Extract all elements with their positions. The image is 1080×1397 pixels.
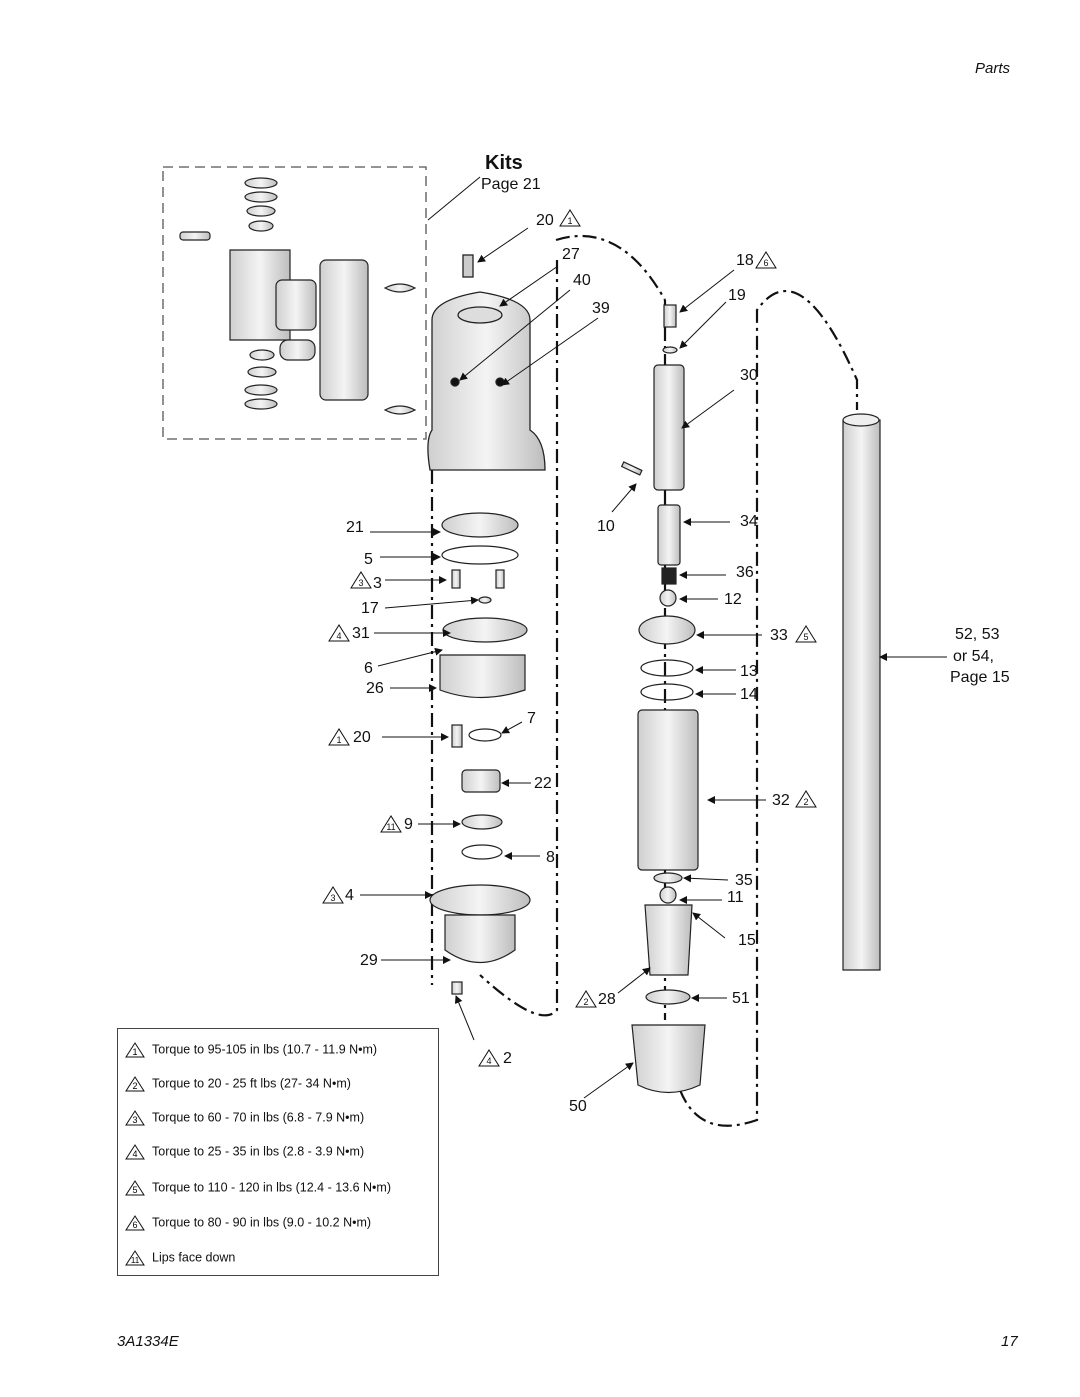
svg-text:1: 1 [336,735,341,745]
page-number: 17 [1001,1333,1018,1350]
kits-page-ref: Page 21 [481,176,541,193]
legend-row: 3 Torque to 60 - 70 in lbs (6.8 - 7.9 N•m… [124,1109,364,1127]
callout-30: 30 [740,367,758,384]
warning-triangle-icon: 3 [125,1110,145,1126]
svg-text:1: 1 [132,1047,137,1057]
callout-34: 34 [740,513,758,530]
pump-stack [620,304,706,1094]
suction-tube [842,413,881,971]
warning-triangle-icon: 2 [125,1076,145,1092]
warning-triangle-icon: 1 [125,1042,145,1058]
svg-text:2: 2 [803,797,808,807]
legend-text: Torque to 25 - 35 in lbs (2.8 - 3.9 N•m) [152,1144,365,1159]
callout-20-top: 20 [536,212,554,229]
callout-11: 11 [727,889,744,906]
torque-legend: 1 Torque to 95-105 in lbs (10.7 - 11.9 N•… [117,1028,439,1276]
legend-row: 11 Lips face down [124,1249,235,1267]
callout-19: 19 [728,287,746,304]
legend-text: Torque to 95-105 in lbs (10.7 - 11.9 N•m… [152,1042,378,1057]
callout-40: 40 [573,272,591,289]
svg-text:11: 11 [131,1256,140,1265]
air-valve-stack [429,512,531,995]
callout-2: 2 [503,1050,512,1067]
section-header: Parts [975,60,1011,77]
callout-13: 13 [740,663,758,680]
callout-31: 31 [352,625,370,642]
callout-35: 35 [735,872,753,889]
svg-text:4: 4 [336,631,341,641]
svg-text:6: 6 [132,1220,137,1230]
callout-51: 51 [732,990,750,1007]
svg-text:3: 3 [132,1115,137,1125]
legend-text: Torque to 60 - 70 in lbs (6.8 - 7.9 N•m) [152,1110,365,1125]
svg-text:3: 3 [330,893,335,903]
svg-text:2: 2 [583,997,588,1007]
callout-32: 32 [772,792,790,809]
svg-text:3: 3 [358,578,363,588]
svg-text:4: 4 [132,1149,137,1159]
side-ref-line3: Page 15 [950,669,1010,686]
callout-28: 28 [598,991,616,1008]
legend-text: Lips face down [152,1250,236,1265]
warning-triangle-icon: 4 [125,1144,145,1160]
callout-14: 14 [740,686,758,703]
callout-3: 3 [373,575,382,592]
callout-50: 50 [569,1098,587,1115]
svg-text:1: 1 [567,216,572,226]
doc-number: 3A1334E [117,1333,179,1350]
callout-20-lower: 20 [353,729,371,746]
callout-5: 5 [364,551,373,568]
callout-8: 8 [546,849,555,866]
side-ref-line1: 52, 53 [955,626,1000,643]
callout-26: 26 [366,680,384,697]
callout-17: 17 [361,600,379,617]
callout-18: 18 [736,252,754,269]
legend-row: 5 Torque to 110 - 120 in lbs (12.4 - 13.6… [124,1179,391,1197]
legend-text: Torque to 20 - 25 ft lbs (27- 34 N•m) [152,1076,351,1091]
legend-row: 1 Torque to 95-105 in lbs (10.7 - 11.9 N•… [124,1041,377,1059]
callout-15: 15 [738,932,756,949]
callout-29: 29 [360,952,378,969]
callout-4: 4 [345,887,354,904]
svg-text:6: 6 [763,258,768,268]
motor-cover [427,254,546,471]
callout-27: 27 [562,246,580,263]
legend-row: 4 Torque to 25 - 35 in lbs (2.8 - 3.9 N•m… [124,1143,364,1161]
side-ref-line2: or 54, [953,648,994,665]
warning-triangle-icon: 5 [125,1180,145,1196]
callout-21: 21 [346,519,364,536]
callout-9: 9 [404,816,413,833]
legend-text: Torque to 80 - 90 in lbs (9.0 - 10.2 N•m… [152,1215,372,1230]
callout-10: 10 [597,518,615,535]
warning-triangle-icon: 6 [125,1215,145,1231]
svg-text:5: 5 [803,632,808,642]
warning-triangle-icon: 11 [125,1250,145,1266]
legend-text: Torque to 110 - 120 in lbs (12.4 - 13.6 … [152,1180,391,1195]
callout-12: 12 [724,591,742,608]
svg-text:4: 4 [486,1056,491,1066]
callout-33: 33 [770,627,788,644]
callout-39: 39 [592,300,610,317]
callout-6: 6 [364,660,373,677]
svg-text:11: 11 [386,822,395,832]
legend-row: 6 Torque to 80 - 90 in lbs (9.0 - 10.2 N•… [124,1214,371,1232]
svg-text:5: 5 [132,1185,137,1195]
svg-text:2: 2 [132,1081,137,1091]
kits-title: Kits [485,152,523,174]
legend-row: 2 Torque to 20 - 25 ft lbs (27- 34 N•m) [124,1075,351,1093]
callout-22: 22 [534,775,552,792]
kit-parts-group [179,177,417,415]
callout-36: 36 [736,564,754,581]
callout-7: 7 [527,710,536,727]
kit-box [162,166,427,440]
